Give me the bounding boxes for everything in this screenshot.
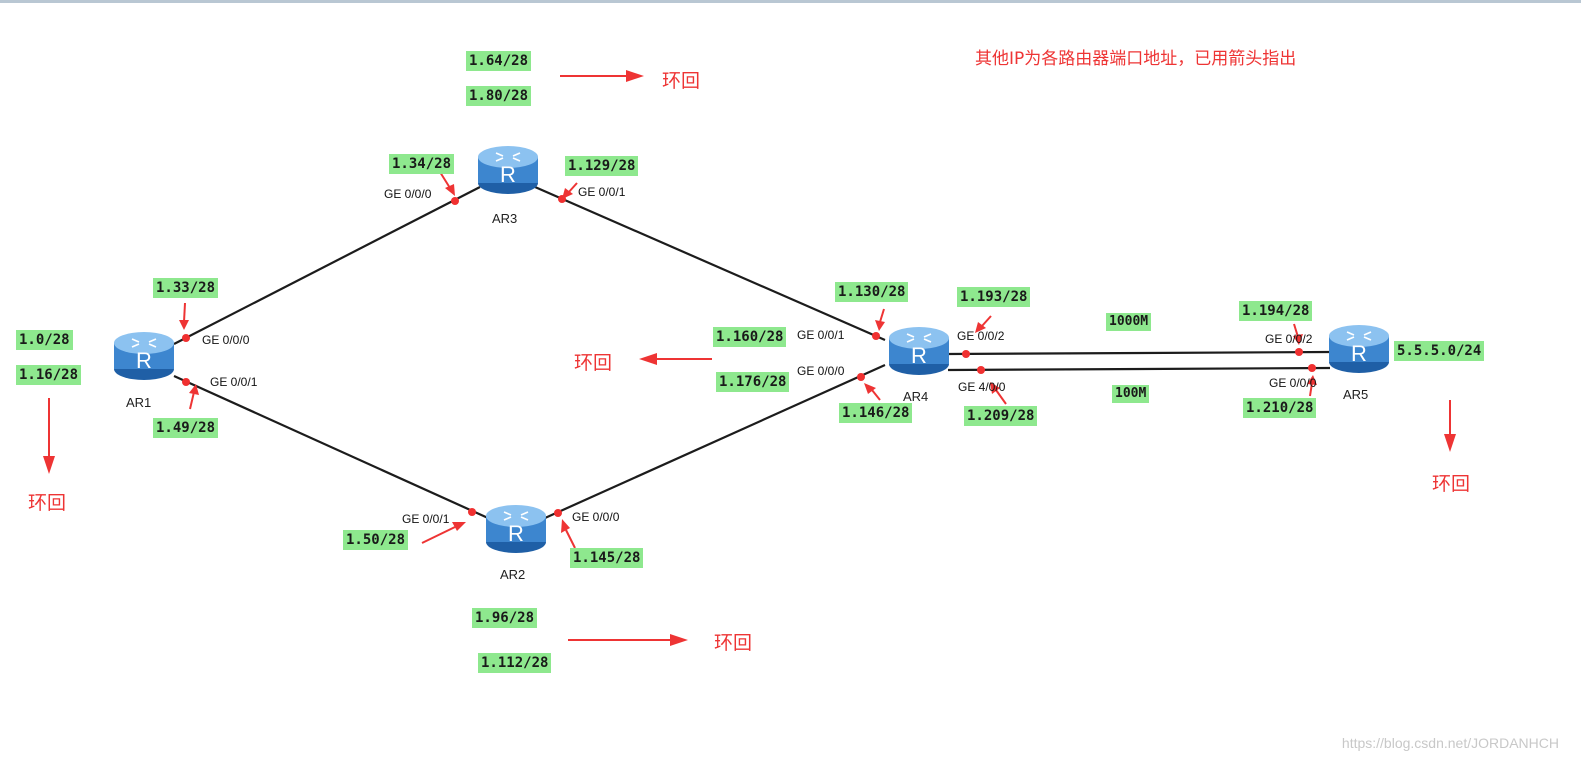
port-label-ar5-g002: GE 0/0/2 (1265, 332, 1313, 346)
interface-ip-ar2-g000: 1.145/28 (570, 548, 644, 568)
port-label-ar2-g000: GE 0/0/0 (572, 510, 620, 524)
interface-ip-ar4-g001: 1.130/28 (835, 282, 909, 302)
port-dot-ar5-g002[interactable] (1295, 348, 1303, 356)
port-dot-ar4-g000[interactable] (857, 373, 865, 381)
router-name-ar2: AR2 (500, 567, 526, 582)
router-name-ar1: AR1 (126, 395, 152, 410)
port-label-ar4-g000: GE 0/0/0 (797, 364, 845, 378)
loopback-ip-ar4-1: 1.160/28 (713, 327, 787, 347)
port-dot-ar1-g001[interactable] (182, 378, 190, 386)
port-label-ar4-g400: GE 4/0/0 (958, 380, 1006, 394)
loopback-ip-ar4-2: 1.176/28 (716, 372, 790, 392)
interface-ip-ar1-g001: 1.49/28 (153, 418, 219, 438)
link-speed-1000m: 1000M (1106, 313, 1152, 331)
router-name-ar4: AR4 (903, 389, 929, 404)
router-icon-ar3[interactable] (477, 145, 539, 195)
port-dot-ar2-g000[interactable] (554, 509, 562, 517)
link-ar2-ar4 (544, 363, 886, 520)
loopback-ip-ar1-2: 1.16/28 (16, 365, 82, 385)
interface-ip-ar4-g000: 1.146/28 (839, 403, 913, 423)
router-icon-ar1[interactable] (113, 331, 175, 381)
port-label-ar4-g001: GE 0/0/1 (797, 328, 845, 342)
port-label-ar2-g001: GE 0/0/1 (402, 512, 450, 526)
link-ar4-ar5-1000m (947, 350, 1331, 356)
interface-ip-ar4-g400: 1.209/28 (964, 406, 1038, 426)
port-label-ar1-g000: GE 0/0/0 (202, 333, 250, 347)
router-icon-ar5[interactable] (1328, 324, 1390, 374)
link-ar1-ar2 (173, 374, 489, 520)
window-top-border (0, 0, 1581, 3)
link-ar3-ar4 (534, 185, 886, 342)
port-dot-ar3-g000[interactable] (451, 197, 459, 205)
link-ar4-ar5-100m (947, 366, 1331, 372)
port-label-ar1-g001: GE 0/0/1 (210, 375, 258, 389)
watermark: https://blog.csdn.net/JORDANHCH (1341, 735, 1559, 751)
interface-ip-ar5-g000: 1.210/28 (1243, 398, 1317, 418)
router-name-ar5: AR5 (1343, 387, 1369, 402)
port-dot-ar4-g400[interactable] (977, 366, 985, 374)
router-name-ar3: AR3 (492, 211, 518, 226)
port-label-ar3-g001: GE 0/0/1 (578, 185, 626, 199)
interface-ip-ar3-g001: 1.129/28 (565, 156, 639, 176)
link-ar1-ar3 (173, 186, 481, 345)
router-icon-ar4[interactable] (888, 326, 950, 376)
port-dot-ar2-g001[interactable] (468, 508, 476, 516)
port-dot-ar4-g002[interactable] (962, 350, 970, 358)
port-dot-ar4-g001[interactable] (872, 332, 880, 340)
loopback-label-ar2: 环回 (714, 632, 753, 654)
router-icon-ar2[interactable] (485, 504, 547, 554)
loopback-label-ar4: 环回 (574, 352, 613, 374)
port-label-ar3-g000: GE 0/0/0 (384, 187, 432, 201)
port-arrows (179, 171, 1317, 549)
interface-ip-ar3-g000: 1.34/28 (389, 154, 455, 174)
loopback-ip-ar1-1: 1.0/28 (16, 330, 73, 350)
loopback-ip-ar5-1: 5.5.5.0/24 (1394, 341, 1485, 361)
loopback-label-ar5: 环回 (1432, 473, 1471, 495)
interface-ip-ar2-g001: 1.50/28 (343, 530, 409, 550)
loopback-ip-ar3-1: 1.64/28 (466, 51, 532, 71)
interface-ip-ar1-g000: 1.33/28 (153, 278, 219, 298)
port-dot-ar5-g000[interactable] (1308, 364, 1316, 372)
legend-note: 其他IP为各路由器端口地址，已用箭头指出 (975, 49, 1297, 69)
loopback-arrows (43, 70, 1456, 646)
loopback-ip-ar3-2: 1.80/28 (466, 86, 532, 106)
loopback-label-ar1: 环回 (28, 492, 67, 514)
loopback-ip-ar2-1: 1.96/28 (472, 608, 538, 628)
loopback-ip-ar2-2: 1.112/28 (478, 653, 552, 673)
port-label-ar5-g000: GE 0/0/0 (1269, 376, 1317, 390)
port-label-ar4-g002: GE 0/0/2 (957, 329, 1005, 343)
interface-ip-ar5-g002: 1.194/28 (1239, 301, 1313, 321)
link-speed-100m: 100M (1112, 385, 1150, 403)
port-dot-ar1-g000[interactable] (182, 334, 190, 342)
loopback-label-ar3: 环回 (662, 70, 701, 92)
interface-ip-ar4-g002: 1.193/28 (957, 287, 1031, 307)
